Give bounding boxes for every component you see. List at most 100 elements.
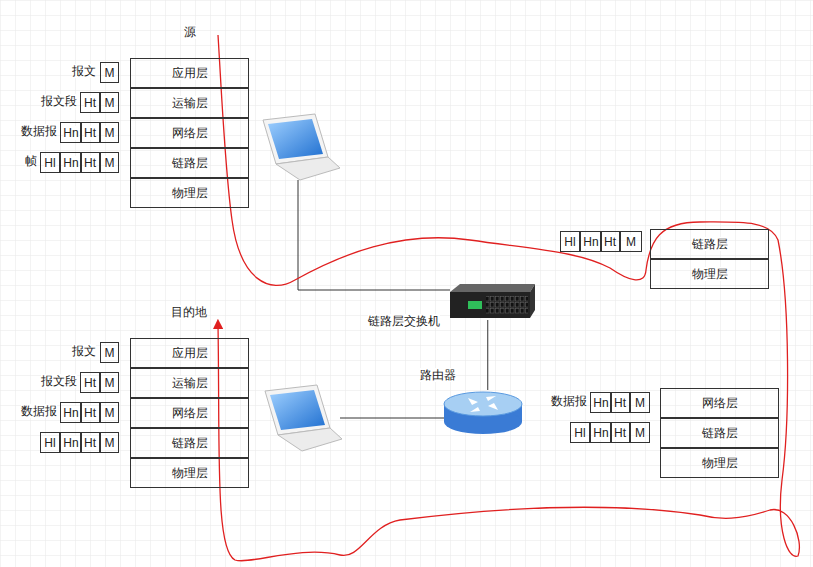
node-text: Hn (63, 126, 78, 140)
layer-box: 网络层 (660, 388, 779, 418)
layer-box: 物理层 (660, 448, 779, 478)
node-text: Ht (84, 126, 96, 140)
header-cell: Ht (80, 152, 100, 173)
layer-box: 网络层 (130, 118, 249, 148)
layer-unit-label: 目的地 (171, 305, 207, 319)
header-cell: Hl (40, 152, 60, 173)
node-text: Ht (84, 436, 96, 450)
node-text: 物理层 (702, 456, 738, 470)
layer-box: 运输层 (130, 88, 249, 118)
node-text: M (105, 376, 115, 390)
layer-box: 应用层 (130, 338, 249, 368)
node-text: 链路层 (172, 156, 208, 170)
layer-unit-label: 报文段 (41, 374, 77, 388)
header-cell: Ht (80, 402, 100, 423)
node-text: Hn (583, 235, 598, 249)
node-text: Hl (564, 235, 575, 249)
device-label: 链路层交换机 (368, 314, 440, 328)
layer-box: 运输层 (130, 368, 249, 398)
cable (298, 180, 450, 290)
layer-unit-label: 源 (184, 25, 196, 39)
node-text: Ht (614, 396, 626, 410)
node-text: M (105, 346, 115, 360)
header-cell: Hl (560, 231, 580, 252)
node-text: Hn (63, 156, 78, 170)
header-cell: Ht (80, 92, 100, 113)
header-cell: M (100, 372, 119, 393)
node-text: M (105, 96, 115, 110)
header-cell: M (100, 432, 119, 453)
node-text: Hl (44, 156, 55, 170)
device-node: 路由器 (444, 390, 522, 436)
header-cell: M (100, 342, 119, 363)
layer-box: 链路层 (650, 229, 769, 259)
header-cell: Ht (600, 231, 620, 252)
node-text: 物理层 (172, 466, 208, 480)
node-text: Hn (593, 426, 608, 440)
node-text: Hn (63, 436, 78, 450)
node-text: 链路层 (702, 426, 738, 440)
layer-box: 物理层 (130, 458, 249, 488)
node-text: Ht (84, 96, 96, 110)
switch-icon (450, 284, 535, 318)
node-text: 应用层 (172, 66, 208, 80)
cable (340, 418, 444, 419)
node-text: Hn (63, 406, 78, 420)
header-cell: Hn (60, 432, 82, 453)
header-cell: M (100, 152, 119, 173)
node-text: 物理层 (692, 267, 728, 281)
node-text: Hl (574, 426, 585, 440)
node-text: M (105, 436, 115, 450)
node-text: M (635, 396, 645, 410)
node-text: Hn (593, 396, 608, 410)
node-text: 运输层 (172, 376, 208, 390)
header-cell: Hn (590, 392, 612, 413)
layer-box: 链路层 (130, 428, 249, 458)
node-text: 物理层 (172, 186, 208, 200)
wires (298, 180, 450, 418)
node-text: 网络层 (172, 126, 208, 140)
layer-unit-label: 数据报 (21, 124, 57, 138)
node-text: 应用层 (172, 346, 208, 360)
layer-unit-label: 帧 (25, 154, 37, 168)
header-cell: M (630, 422, 650, 443)
header-cell: M (100, 62, 119, 83)
header-cell: Hl (40, 432, 60, 453)
layer-unit-label: 数据报 (551, 394, 587, 408)
node-text: 网络层 (172, 406, 208, 420)
router-icon (444, 392, 522, 434)
node-text: 运输层 (172, 96, 208, 110)
layer-box: 物理层 (650, 259, 769, 289)
node-text: Ht (84, 406, 96, 420)
header-cell: M (100, 402, 119, 423)
header-cell: Ht (610, 392, 630, 413)
network-link (487, 320, 488, 390)
node-text: Ht (604, 235, 616, 249)
node-text: Ht (84, 376, 96, 390)
node-text: 链路层 (692, 237, 728, 251)
layer-unit-label: 报文段 (41, 94, 77, 108)
laptop-icon (263, 114, 340, 180)
layer-unit-label: 数据报 (21, 404, 57, 418)
device-label: 路由器 (420, 368, 456, 382)
header-cell: Hn (60, 122, 82, 143)
node-text: M (105, 126, 115, 140)
header-cell: Hn (590, 422, 612, 443)
header-cell: Ht (80, 372, 100, 393)
layer-box: 应用层 (130, 58, 249, 88)
layer-box: 链路层 (130, 148, 249, 178)
layer-box: 物理层 (130, 178, 249, 208)
node-text: M (626, 235, 636, 249)
layer-box: 链路层 (660, 418, 779, 448)
layer-box: 网络层 (130, 398, 249, 428)
header-cell: Ht (80, 122, 100, 143)
layer-unit-label: 报文 (72, 344, 96, 358)
node-text: M (105, 156, 115, 170)
device-node: 链路层交换机 (450, 284, 535, 320)
header-cell: M (620, 231, 642, 252)
node-text: M (635, 426, 645, 440)
node-text: M (105, 406, 115, 420)
